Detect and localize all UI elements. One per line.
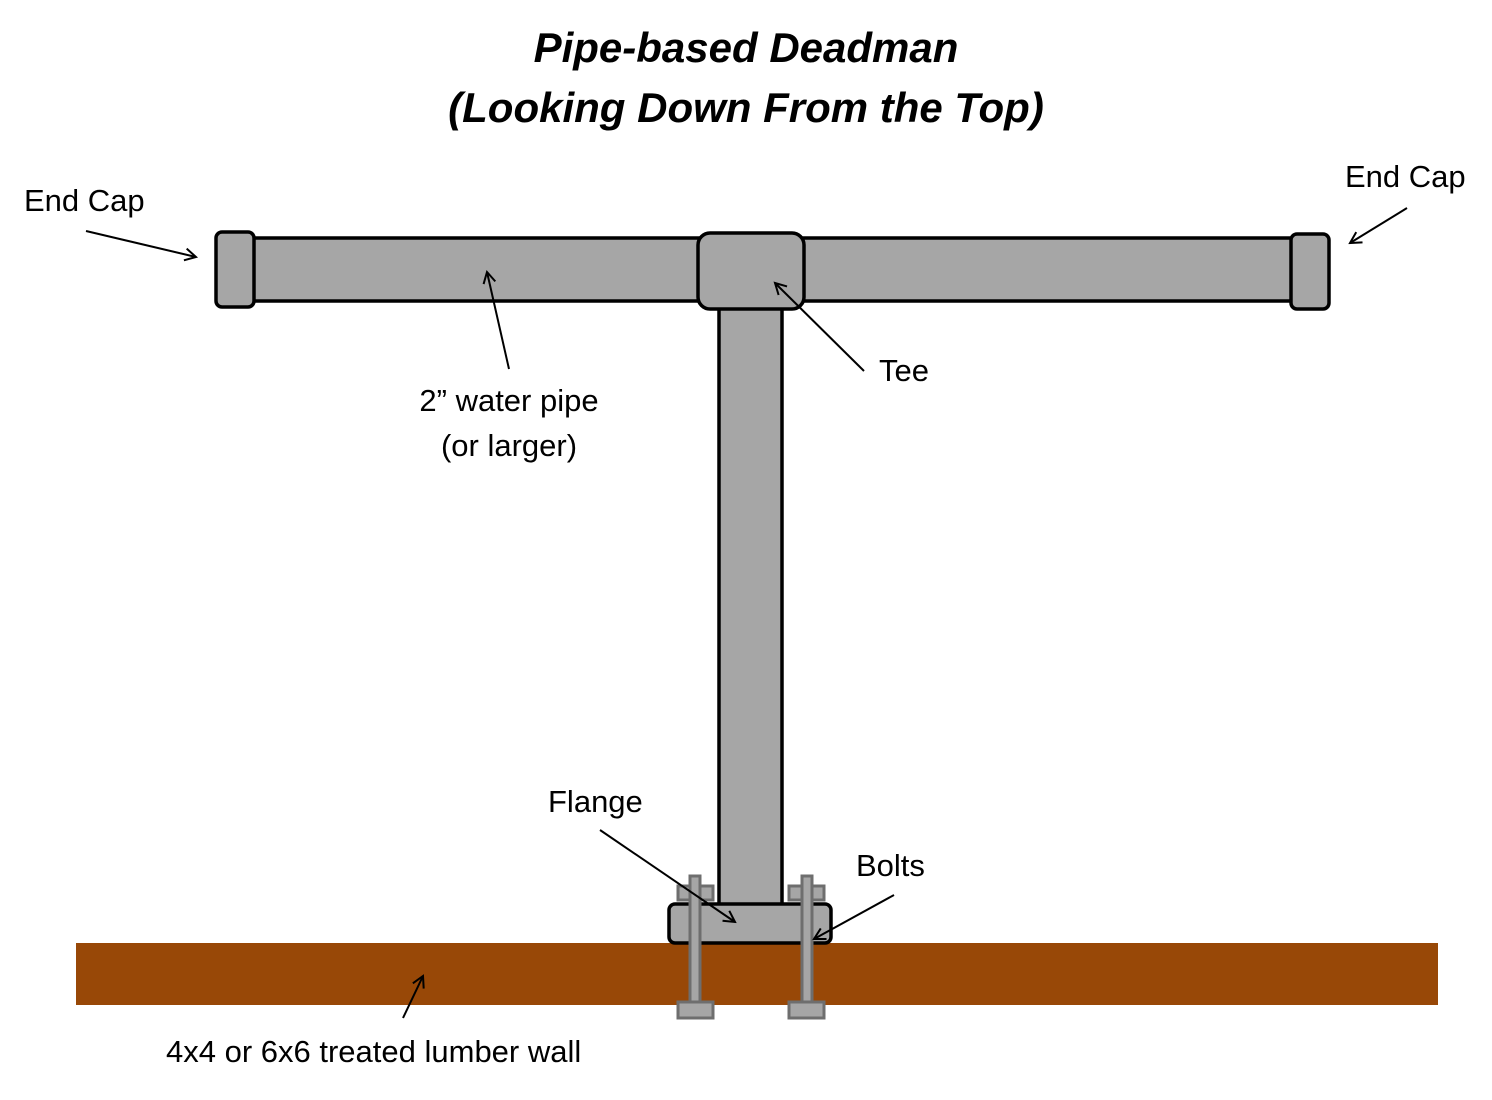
bolt-right-nut [787,1000,826,1020]
arrow-end-cap-right [1350,207,1408,243]
arrow-water-pipe [487,272,510,370]
end-cap-right [1289,232,1331,311]
bolt-right [787,874,826,1020]
arrow-tee [775,283,865,372]
label-water-pipe-line-2: (or larger) [441,428,577,463]
end-cap-left [214,230,256,309]
label-water-pipe-line-1: 2” water pipe [419,383,598,418]
bolt-left [676,874,715,1020]
vertical-pipe [717,298,784,908]
bolt-left-nut [676,1000,715,1020]
title-line-1: Pipe-based Deadman [534,24,959,71]
label-flange: Flange [548,784,643,819]
lumber-wall [76,943,1438,1005]
label-end-cap-left: End Cap [24,183,145,218]
arrow-flange [599,829,735,922]
label-lumber-wall: 4x4 or 6x6 treated lumber wall [166,1034,581,1069]
arrow-bolts [814,894,895,939]
label-tee: Tee [879,353,929,388]
label-bolts: Bolts [856,848,925,883]
arrow-end-cap-left [85,230,196,257]
title-line-2: (Looking Down From the Top) [448,84,1044,131]
bolt-right-shaft [800,874,814,1006]
label-end-cap-right: End Cap [1345,159,1466,194]
flange [667,902,833,945]
tee-fitting [696,231,806,311]
arrow-lumber-wall [402,976,423,1019]
